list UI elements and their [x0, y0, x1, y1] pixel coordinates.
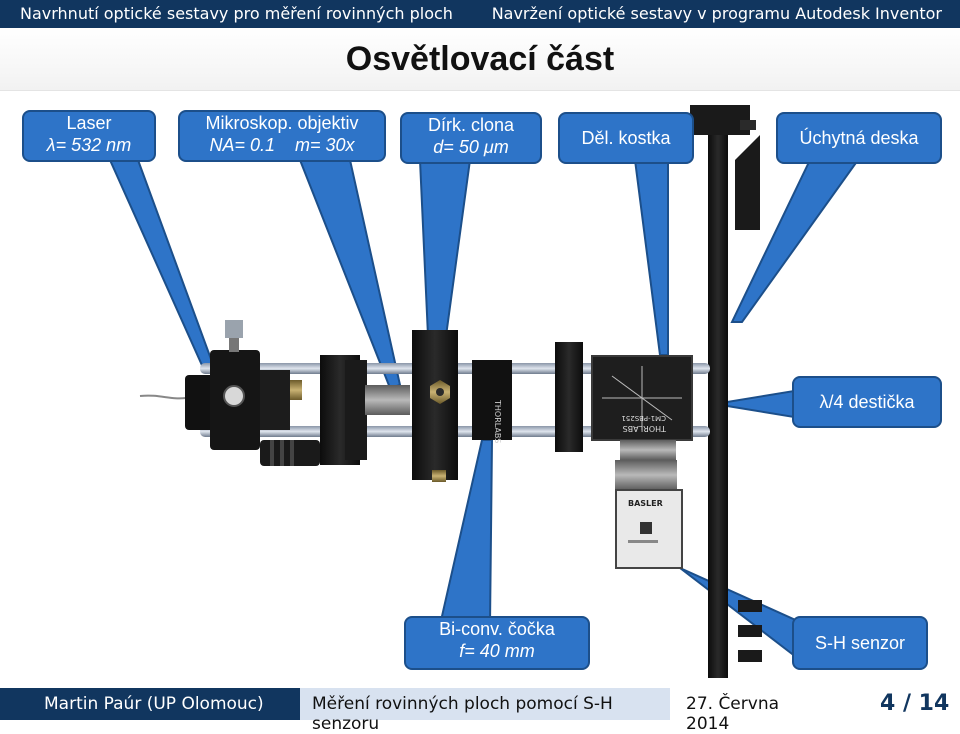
thorlabs-mark-2: THORLABS	[623, 424, 667, 433]
callout-laser-line1: Laser	[66, 113, 112, 133]
header-left-text: Navrhnutí optické sestavy pro měření rov…	[20, 4, 453, 23]
slide-title: Osvětlovací část	[345, 40, 615, 78]
splitter-pointer	[633, 159, 669, 356]
footer-topic: Měření rovinných ploch pomocí S-H senzor…	[312, 694, 613, 734]
header-bar: Navrhnutí optické sestavy pro měření rov…	[0, 0, 960, 28]
footer-date-band: 27. Června 2014	[670, 688, 820, 734]
callout-sensor-line1: S-H senzor	[814, 633, 906, 653]
callout-objective-line2: NA= 0.1 m= 30x	[209, 135, 355, 155]
callout-laser: Laser λ= 532 nm	[22, 110, 156, 162]
footer-topic-band: Měření rovinných ploch pomocí S-H senzor…	[300, 688, 670, 734]
callout-lens: Bi-conv. čočka f= 40 mm	[404, 616, 590, 670]
footer-page-band: 4 / 14	[820, 688, 960, 720]
callout-plate: Úchytná deska	[776, 112, 942, 164]
callout-lens-line2: f= 40 mm	[459, 641, 535, 661]
callout-laser-line2: λ= 532 nm	[46, 135, 132, 155]
title-band	[0, 28, 960, 91]
sh-camera: BASLER	[615, 440, 683, 569]
part-number: CM1-PBS251	[621, 414, 666, 422]
sensor-pointer	[679, 567, 801, 663]
callout-waveplate-line1: λ/4 destička	[819, 392, 915, 412]
beam-splitter-cube: THORLABS CM1-PBS251	[591, 355, 693, 441]
objective-mount	[320, 355, 410, 465]
lens-mount	[555, 342, 583, 452]
objective-pointer	[298, 159, 402, 390]
laser-module	[139, 320, 320, 466]
laser-pointer	[108, 159, 217, 374]
thorlabs-mark-1: THORLABS	[493, 399, 502, 443]
callout-objective-line1: Mikroskop. objektiv	[205, 113, 359, 133]
callout-splitter: Děl. kostka	[558, 112, 694, 164]
footer-bar: Martin Paúr (UP Olomouc) Měření rovinnýc…	[0, 688, 960, 734]
callout-plate-line1: Úchytná deska	[799, 128, 919, 148]
footer-author: Martin Paúr (UP Olomouc)	[44, 694, 264, 714]
callout-pinhole-line2: d= 50 μm	[433, 137, 509, 157]
callout-lens-line1: Bi-conv. čočka	[439, 619, 555, 639]
footer-date: 27. Června 2014	[686, 694, 780, 734]
pinhole-mount: THORLABS	[412, 330, 512, 482]
callout-pinhole: Dírk. clona d= 50 μm	[400, 112, 542, 164]
callout-objective: Mikroskop. objektiv NA= 0.1 m= 30x	[178, 110, 386, 162]
page-number: 4 / 14	[880, 691, 950, 716]
basler-mark: BASLER	[628, 499, 663, 508]
callout-waveplate: λ/4 destička	[792, 376, 942, 428]
callout-sensor: S-H senzor	[792, 616, 928, 670]
header-right-text: Navržení optické sestavy v programu Auto…	[491, 4, 942, 23]
mounting-plate	[690, 105, 762, 678]
callout-pinhole-line1: Dírk. clona	[427, 115, 515, 135]
callout-splitter-line1: Děl. kostka	[581, 128, 671, 148]
